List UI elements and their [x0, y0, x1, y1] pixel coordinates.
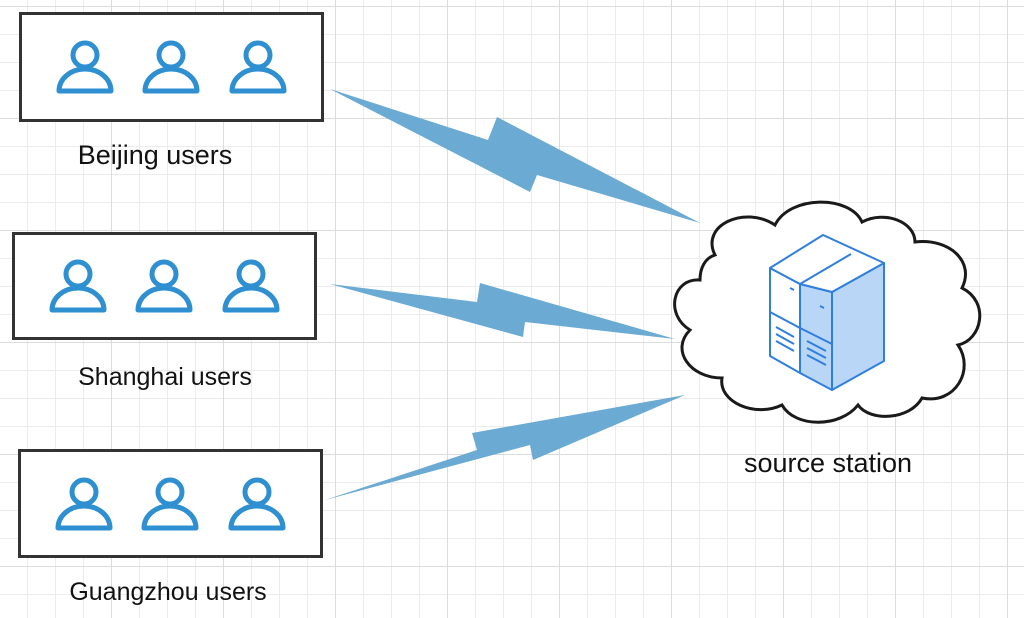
server-rack-icon: [769, 234, 885, 391]
user-icon: [135, 259, 193, 313]
user-icon: [229, 40, 287, 94]
user-group-box-beijing: [19, 12, 324, 122]
user-icon: [141, 477, 199, 530]
user-icon: [56, 40, 114, 94]
user-group-box-shanghai: [12, 232, 317, 340]
bolt-guangzhou-to-source: [325, 395, 685, 500]
bolt-shanghai-to-source: [330, 283, 675, 339]
user-group-label-shanghai: Shanghai users: [78, 363, 252, 391]
source-station-label: source station: [743, 448, 913, 478]
user-group-label-guangzhou: Guangzhou users: [69, 578, 267, 606]
user-icon: [55, 477, 113, 530]
user-icon: [142, 40, 200, 94]
user-icon: [222, 259, 280, 313]
user-group-box-guangzhou: [18, 449, 323, 558]
user-group-label-beijing: Beijing users: [77, 140, 233, 170]
user-icon: [228, 477, 286, 530]
user-icon: [49, 259, 107, 313]
bolt-beijing-to-source: [330, 89, 700, 223]
